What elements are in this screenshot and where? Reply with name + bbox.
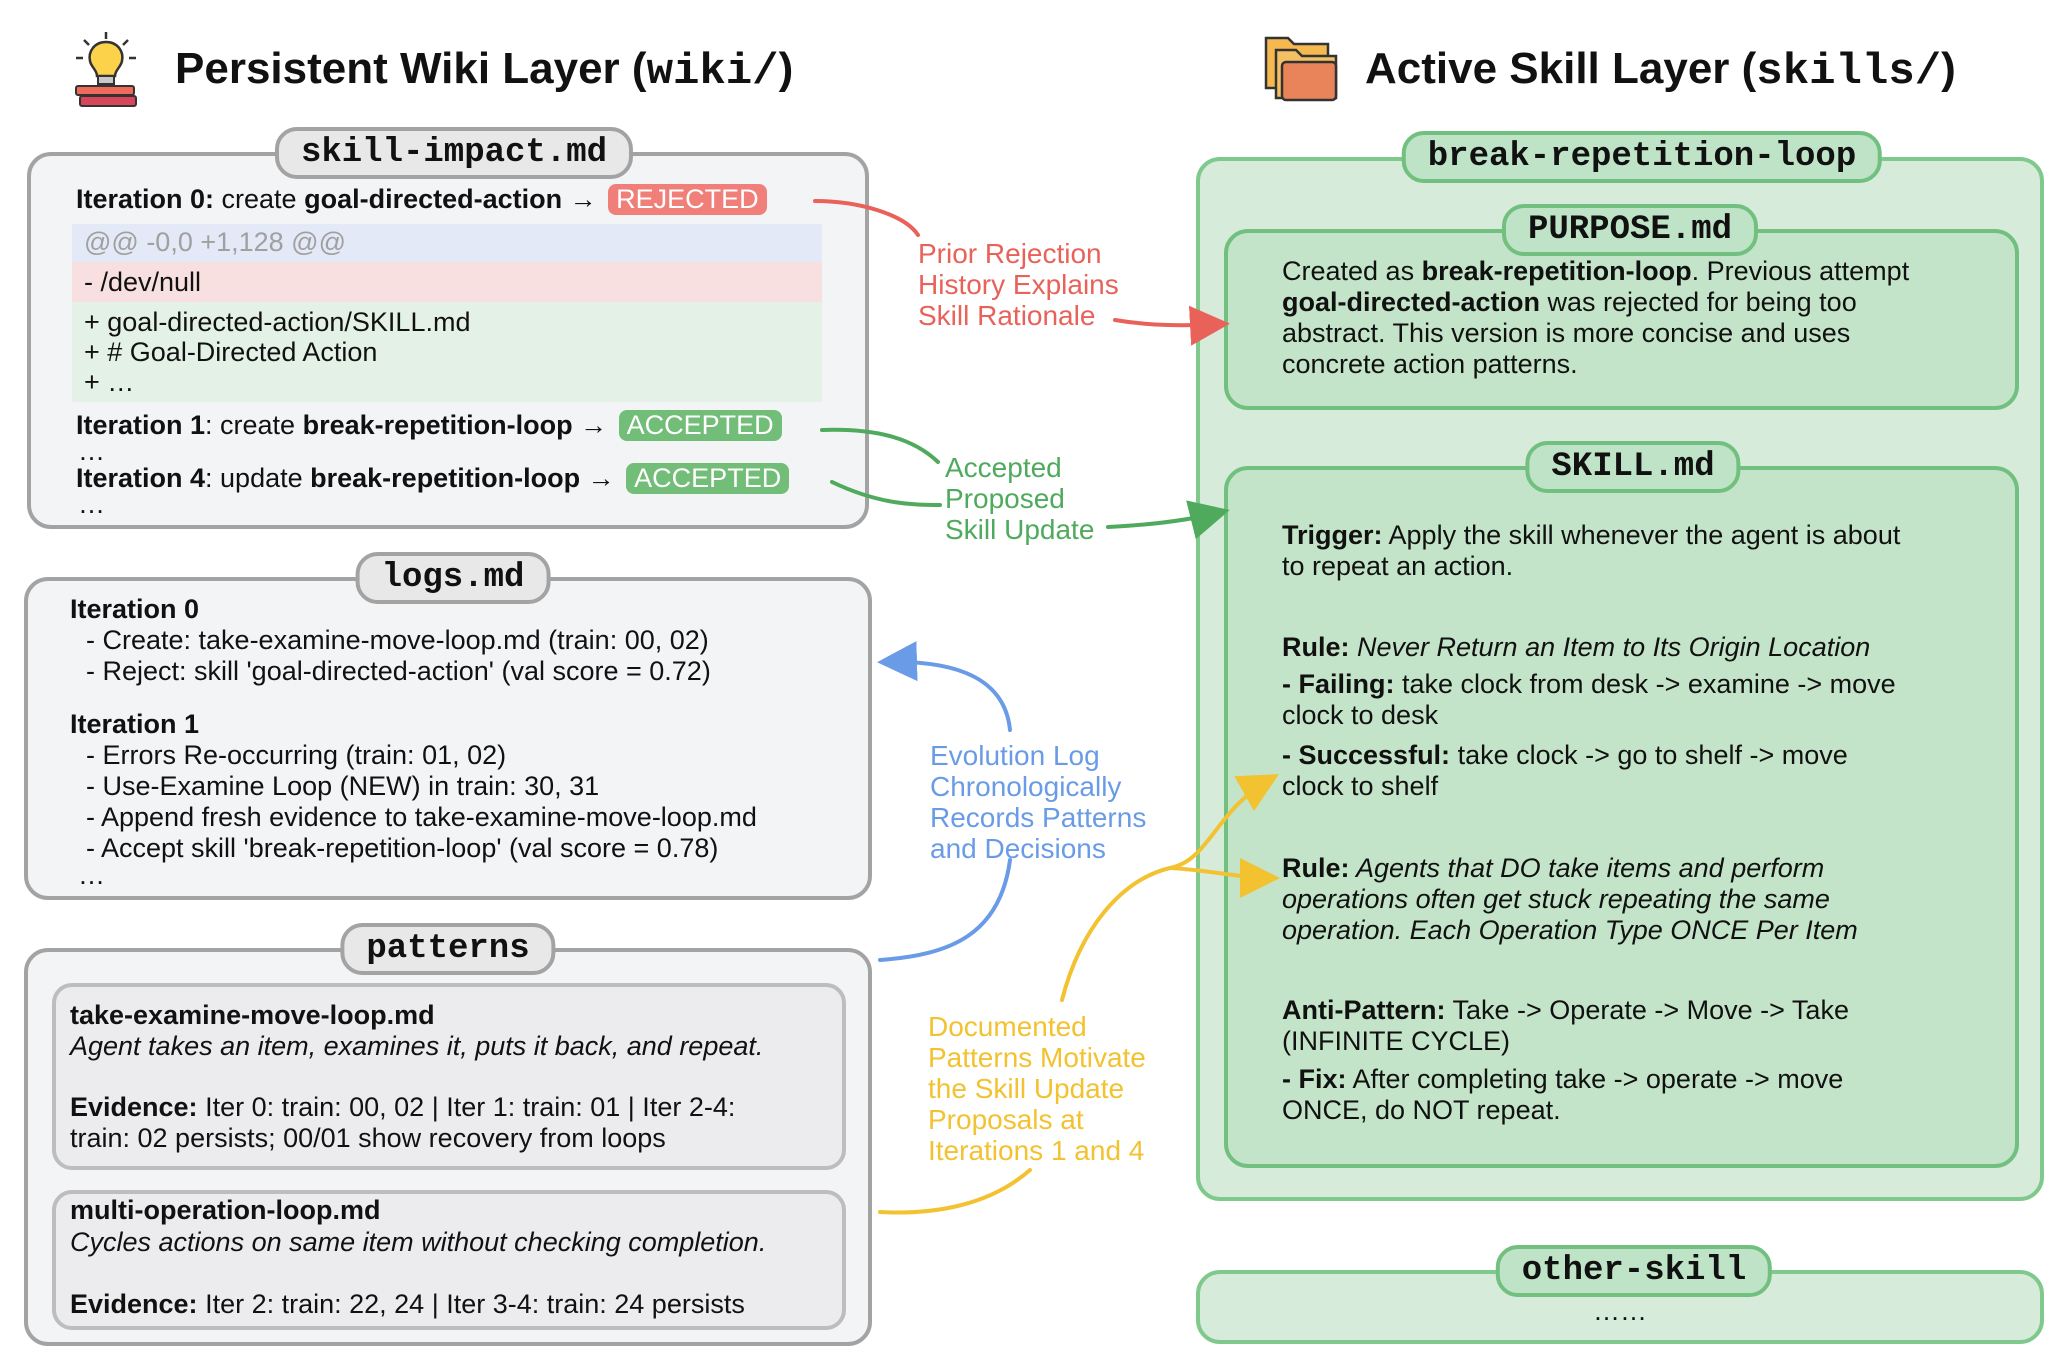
ellipsis: … [78,489,105,519]
trigger-text: Trigger: Apply the skill whenever the ag… [1282,520,1901,581]
evolution-arrow-down [878,858,1012,962]
diff-added-line: + # Goal-Directed Action [84,337,378,367]
ellipsis: … [78,860,105,890]
skill-md-title: SKILL.md [1525,441,1741,493]
documented-arrow-rule2 [1168,857,1280,898]
log-entry: - Accept skill 'break-repetition-loop' (… [86,833,719,863]
diff-added-line: + … [84,367,135,397]
pattern-evidence-cont: train: 02 persists; 00/01 show recovery … [70,1123,666,1153]
accepted-badge: ACCEPTED [618,410,782,441]
diff-removed: - /dev/null [72,262,822,302]
patterns-title: patterns [340,923,556,975]
pattern-name: take-examine-move-loop.md [70,1000,435,1030]
rejected-badge: REJECTED [608,184,767,215]
logs-title: logs.md [355,552,551,604]
pattern-evidence: Evidence: Iter 2: train: 22, 24 | Iter 3… [70,1289,745,1319]
anti-pattern-text: Anti-Pattern: Take -> Operate -> Move ->… [1282,995,1849,1125]
log-entry: - Use-Examine Loop (NEW) in train: 30, 3… [86,771,600,801]
rejection-arrow-in [813,199,920,237]
accepted-arrow-out [1106,500,1230,540]
iteration-0-row: Iteration 0: create goal-directed-action… [76,184,767,215]
accepted-badge: ACCEPTED [626,463,790,494]
diff-added-line: + goal-directed-action/SKILL.md [84,307,471,337]
purpose-text: Created as break-repetition-loop. Previo… [1282,256,1910,379]
wiki-layer-heading: Persistent Wiki Layer (wiki/) [175,44,794,97]
accepted-arrow-it1 [820,427,940,464]
diff-added-block [72,302,822,402]
skill-md-panel [1224,466,2019,1168]
purpose-panel [1224,229,2019,410]
skill-impact-title: skill-impact.md [274,127,634,179]
iteration-4-row: Iteration 4: update break-repetition-loo… [76,463,790,494]
iteration-1-row: Iteration 1: create break-repetition-loo… [76,410,782,441]
log-iteration-1: Iteration 1 [70,709,200,739]
wiki-layer-icon [70,30,142,110]
skill-layer-heading: Active Skill Layer (skills/) [1365,44,1956,97]
pattern-card-1 [52,983,846,1170]
diff-header: @@ -0,0 +1,128 @@ [72,224,822,262]
rejection-arrow-out [1113,305,1230,346]
pattern-description: Cycles actions on same item without chec… [70,1227,767,1257]
skill-layer-icon [1262,28,1340,104]
rule-2-text: Rule: Agents that DO take items and perf… [1282,853,1858,945]
pattern-evidence: Evidence: Iter 0: train: 00, 02 | Iter 1… [70,1092,736,1122]
log-entry: - Errors Re-occurring (train: 01, 02) [86,740,507,770]
break-repetition-loop-title: break-repetition-loop [1401,131,1883,183]
log-iteration-0: Iteration 0 [70,594,200,624]
pattern-card-2 [52,1190,846,1330]
documented-arrow-rule1 [1168,774,1279,870]
other-skill-title: other-skill [1495,1245,1773,1297]
evolution-arrow-up [877,641,1012,732]
log-entry: - Append fresh evidence to take-examine-… [86,802,757,832]
accepted-arrow-it4 [830,480,942,507]
ellipsis: … [78,436,105,466]
ellipsis: …… [1593,1296,1647,1326]
log-entry: - Create: take-examine-move-loop.md (tra… [86,625,709,655]
pattern-name: multi-operation-loop.md [70,1195,381,1225]
log-entry: - Reject: skill 'goal-directed-action' (… [86,656,711,686]
documented-arrow-low [878,1168,1032,1215]
documented-arrow-down [1060,866,1172,1002]
purpose-title: PURPOSE.md [1501,204,1759,256]
pattern-description: Agent takes an item, examines it, puts i… [70,1031,764,1061]
rule-1-text: Rule: Never Return an Item to Its Origin… [1282,632,1896,801]
